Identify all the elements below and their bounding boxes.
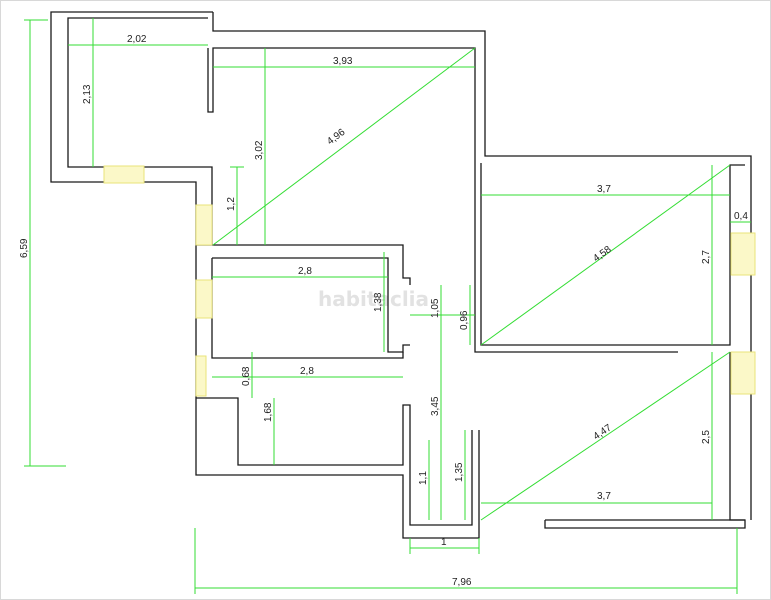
dim-bath-b: 1,35	[454, 462, 465, 482]
dim-right-wall: 0,4	[734, 211, 748, 222]
window-low-room	[195, 355, 207, 397]
wall-closet	[196, 397, 473, 526]
window-hall-left	[195, 204, 213, 246]
dim-low-room-height: 1,68	[263, 402, 274, 422]
wall-top-left-outer	[50, 11, 213, 245]
dim-hall-diagonal: 4,96	[325, 127, 348, 148]
dim-right-room-height: 2,7	[701, 250, 712, 264]
window-right-bottom	[730, 351, 756, 395]
dim-low-room-width: 2,8	[300, 366, 314, 377]
dim-right-room-width: 3,7	[597, 184, 611, 195]
window-top-left	[103, 165, 145, 184]
dim-bath-a: 1,1	[418, 471, 429, 485]
wall-top-inner	[207, 47, 678, 353]
wall-mid-left	[195, 245, 480, 539]
dim-bottom-room-height: 2,5	[701, 430, 712, 444]
wall-top-outer	[212, 12, 752, 520]
dim-bath-width: 1	[441, 537, 447, 548]
dim-corridor-b: 0,96	[459, 310, 470, 330]
dim-mid-room-height: 1,38	[373, 292, 384, 312]
dim-corridor-length: 3,45	[430, 396, 441, 416]
windows	[103, 165, 756, 397]
window-right-top	[730, 232, 756, 276]
dim-top-room-height: 2,13	[82, 84, 93, 104]
dim-hall-stub: 1,2	[226, 197, 237, 211]
dim-overall-width: 7,96	[452, 577, 472, 588]
dim-right-room-diagonal: 4,58	[591, 244, 614, 265]
wall-mid-room-inner	[212, 257, 410, 353]
watermark: habitaclia	[318, 287, 429, 311]
dimension-lines	[24, 18, 751, 594]
dim-mid-room-width: 2,8	[298, 266, 312, 277]
dim-bottom-room-diagonal: 4,47	[592, 422, 615, 442]
dim-low-room-gap: 0,68	[241, 366, 252, 386]
dim-bottom-room-width: 3,7	[597, 491, 611, 502]
dim-overall-height: 6,59	[19, 238, 30, 258]
walls	[50, 11, 752, 539]
dim-corridor-a: 1,05	[430, 298, 441, 318]
dim-top-room-width: 2,02	[127, 34, 147, 45]
wall-mid-room-top	[196, 244, 411, 285]
window-mid-room	[195, 279, 213, 319]
wall-right-inner-edge	[480, 163, 745, 346]
dim-hall-height: 3,02	[254, 140, 265, 160]
wall-bottom-right	[544, 519, 746, 529]
dim-hall-width: 3,93	[333, 56, 353, 67]
wall-top-left-inner	[67, 17, 213, 245]
